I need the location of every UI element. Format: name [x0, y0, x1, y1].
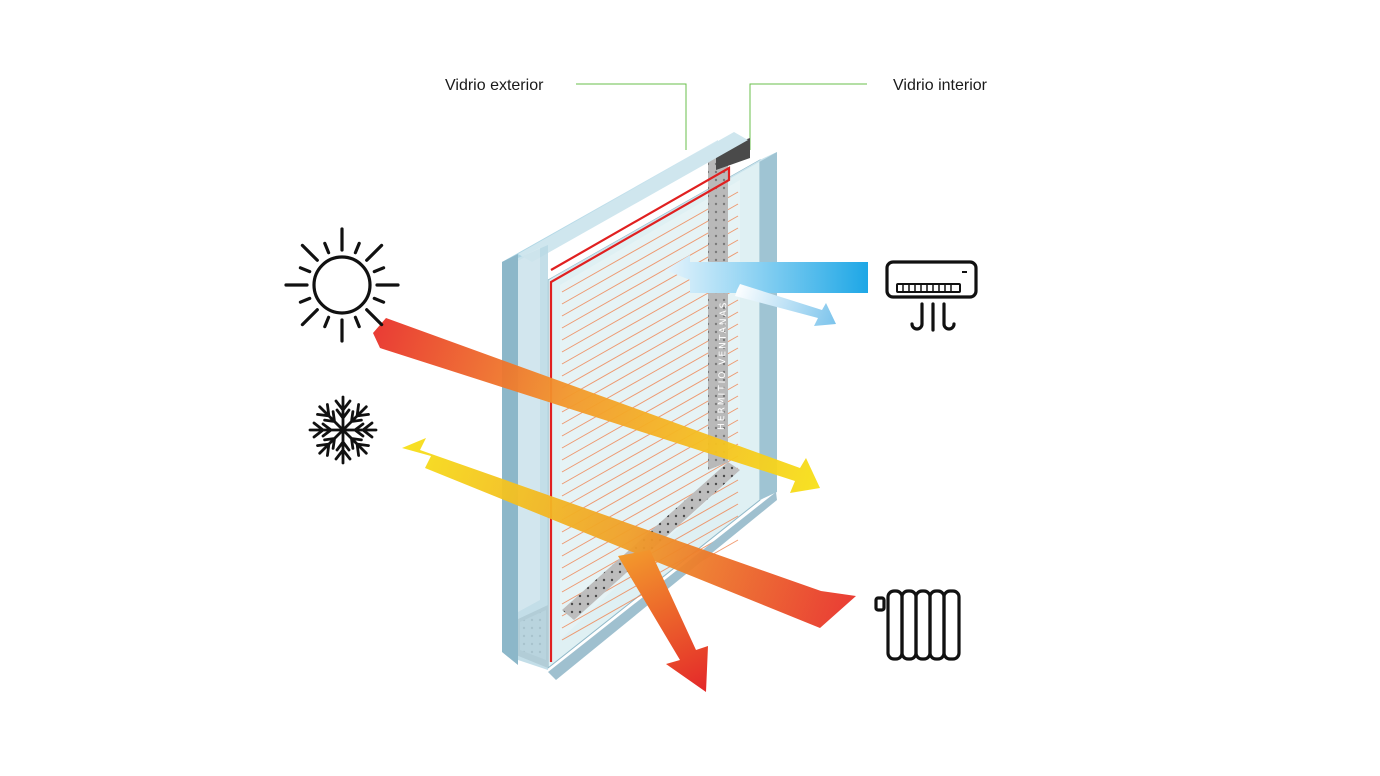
sun-ray — [298, 296, 312, 304]
low-e-coating-line — [549, 166, 731, 662]
sun-ray — [372, 266, 386, 274]
snowflake-arm — [308, 421, 345, 439]
hatch-line — [561, 455, 739, 557]
sun-ray — [300, 308, 319, 327]
air-conditioner-icon — [885, 260, 978, 332]
reflected-heat-arrow — [402, 438, 856, 628]
callout-exterior-glass: Vidrio exterior — [445, 77, 687, 150]
sun-ray — [300, 243, 319, 262]
snowflake-arm — [316, 403, 345, 432]
spacer-brand-text: HERMITIO VENTANAS — [717, 301, 729, 431]
sun-ray — [323, 241, 331, 255]
sun-ray — [365, 243, 384, 262]
sun-ray — [372, 296, 386, 304]
exterior-glass-label: Vidrio exterior — [445, 77, 544, 94]
snowflake-arm — [316, 428, 345, 457]
absorbed-heat-arrow — [618, 550, 708, 692]
cold-air-arrows — [665, 255, 868, 326]
sun-ray — [353, 315, 361, 329]
sun-ray — [323, 315, 331, 329]
exterior-glass-leader-line — [576, 83, 687, 150]
exterior-glass-pane — [502, 132, 777, 680]
snowflake-arm — [334, 395, 352, 432]
interior-glass-leader-line — [749, 83, 867, 150]
radiator-icon — [874, 589, 961, 661]
callout-interior-glass: Vidrio interior — [749, 77, 988, 150]
snowflake-arm — [341, 403, 370, 432]
sun-ray — [353, 241, 361, 255]
interior-glass-label: Vidrio interior — [893, 77, 988, 94]
sun-ray — [365, 308, 384, 327]
solar-heat-arrow — [373, 318, 820, 493]
sun-icon — [284, 227, 400, 343]
snowflake-icon — [308, 395, 378, 465]
sun-ray — [298, 266, 312, 274]
snowflake-arm — [334, 428, 352, 465]
snowflake-arm — [341, 428, 370, 457]
snowflake-arm — [341, 421, 378, 439]
